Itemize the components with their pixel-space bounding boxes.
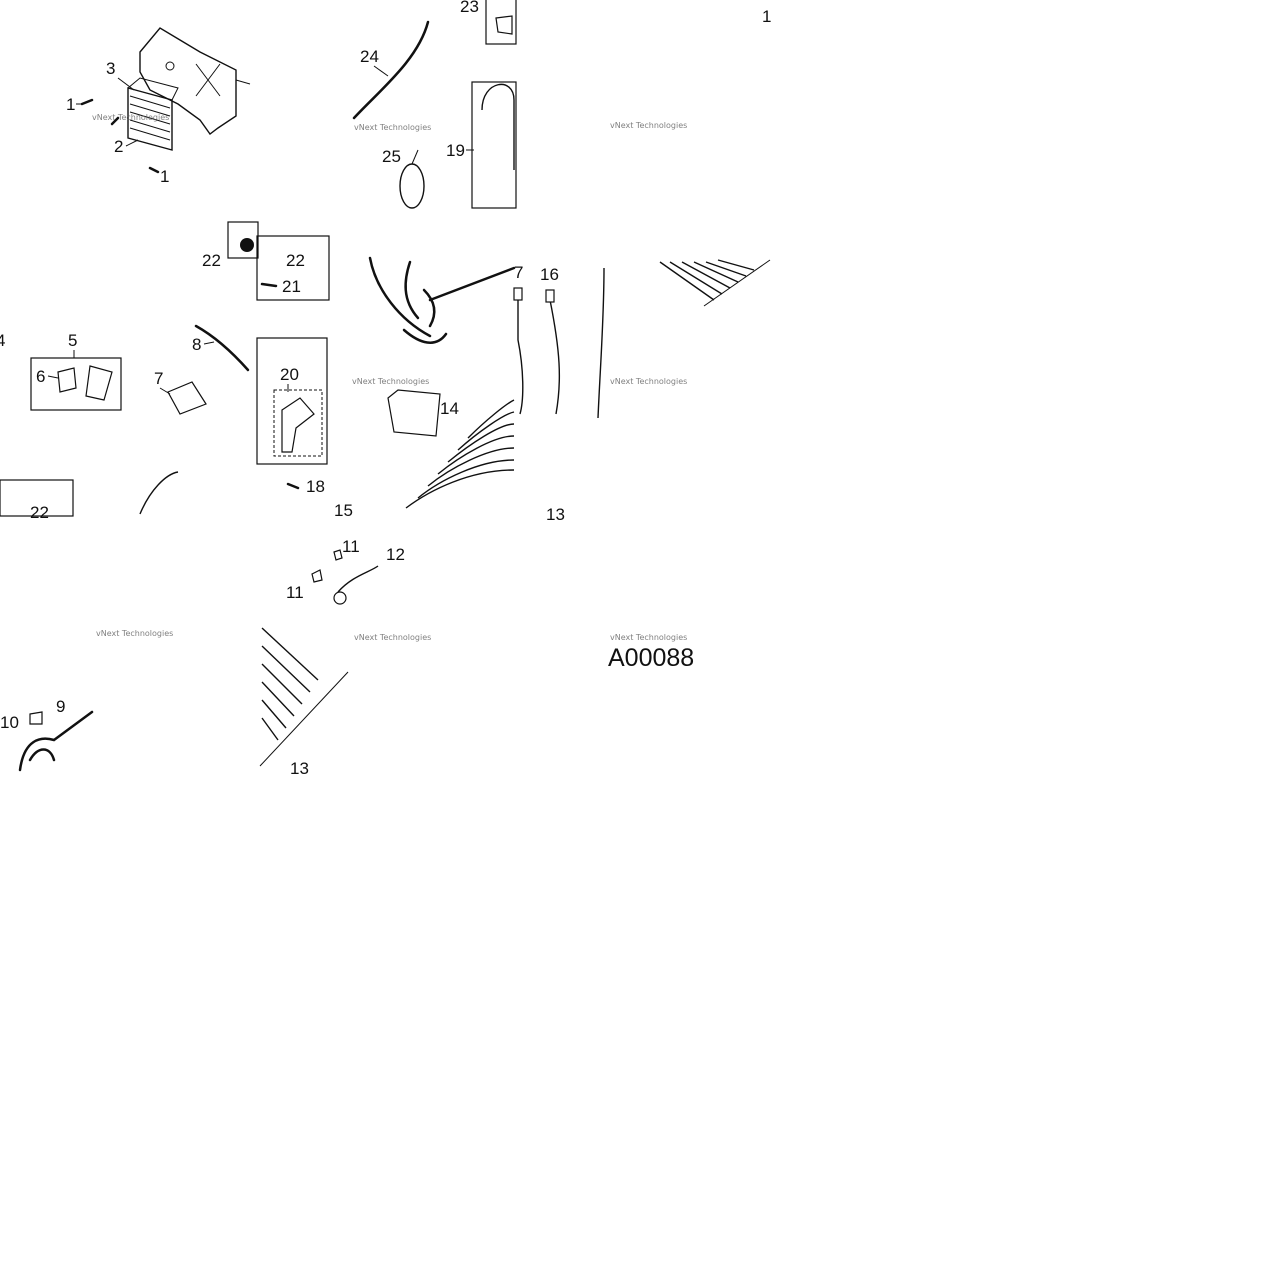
callout-22: 22 [30,503,49,522]
sensor-part [337,565,379,593]
svg-text:vNext Technologies: vNext Technologies [92,113,169,122]
callout-18: 18 [306,477,325,496]
callout-8: 8 [192,335,201,354]
callout-3: 3 [106,59,115,78]
callout-15: 15 [334,501,353,520]
callout-1: 1 [66,95,75,114]
svg-text:vNext Technologies: vNext Technologies [610,121,687,130]
diagram-code: A00088 [608,644,694,672]
wire-part [194,324,250,372]
cable-tie-part [399,163,425,209]
nut-part [333,549,343,561]
callout-12: 12 [386,545,405,564]
callout-21: 21 [282,277,301,296]
callout-22: 22 [286,251,305,270]
screw-part [80,98,160,174]
relay-part [29,711,43,725]
callout-1: 1 [762,7,771,26]
spark-plug-wire-part [481,83,515,170]
cable-part [597,267,605,419]
callout-16: 16 [540,265,559,284]
callout-22: 22 [202,251,221,270]
fuse-holder-part [167,381,207,415]
battery-part [387,389,441,437]
harness-strands [659,259,771,307]
callout-7: 7 [154,369,163,388]
callout-1: 1 [160,167,169,186]
spark-plug-cap-part [281,397,315,453]
switch-part [85,365,113,401]
cable-part [517,296,524,415]
cable-part [352,20,430,120]
callout-7: 7 [514,263,523,282]
callout-9: 9 [56,697,65,716]
callout-2: 2 [114,137,123,156]
callout-25: 25 [382,147,401,166]
callout-13: 13 [290,759,309,778]
svg-text:vNext Technologies: vNext Technologies [610,633,687,642]
regulator-assembly [127,27,251,151]
wire-harness-part [368,256,516,344]
svg-text:vNext Technologies: vNext Technologies [354,633,431,642]
callout-6: 6 [36,367,45,386]
nut-part [311,569,323,583]
bolt-part [286,482,300,490]
callout-11: 11 [286,583,304,602]
callout-24: 24 [360,47,379,66]
watermarks: vNext Technologies vNext Technologies vN… [92,113,687,642]
ground-cable-part [18,710,94,772]
callout-19: 19 [446,141,465,160]
callout-4: 4 [0,331,5,350]
harness-strands [405,399,515,509]
callout-14: 14 [440,399,459,418]
harness-strands [259,627,349,767]
callout-23: 23 [460,0,479,16]
spark-plug-cap-box [273,389,323,457]
svg-text:vNext Technologies: vNext Technologies [352,377,429,386]
switch-part [57,367,77,393]
callout-11: 11 [342,537,360,556]
callout-10: 10 [0,713,19,732]
callout-20: 20 [280,365,299,384]
cable-part [549,299,561,415]
callout-5: 5 [68,331,77,350]
svg-text:vNext Technologies: vNext Technologies [610,377,687,386]
svg-text:vNext Technologies: vNext Technologies [96,629,173,638]
svg-text:vNext Technologies: vNext Technologies [354,123,431,132]
callout-13: 13 [546,505,565,524]
